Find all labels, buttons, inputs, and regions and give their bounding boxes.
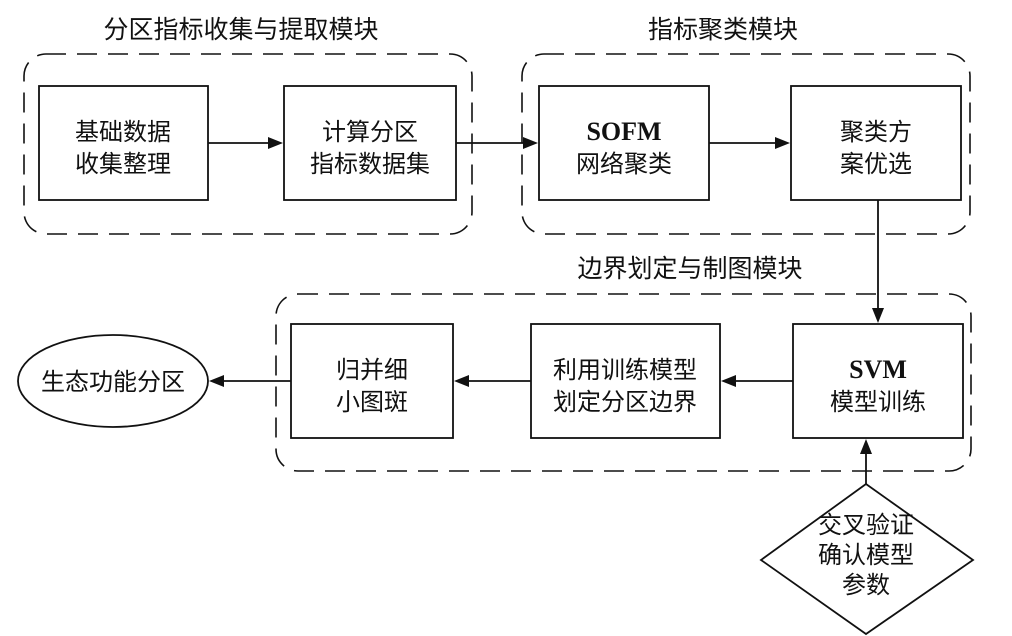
compute-index-line1: 计算分区 xyxy=(322,118,418,146)
basic-data-line1: 基础数据 xyxy=(75,118,171,146)
boundary-draw-line1: 利用训练模型 xyxy=(553,356,697,384)
merge-line1: 归并细 xyxy=(336,356,408,384)
svm-box xyxy=(792,323,964,439)
svm-line1: SVM xyxy=(849,355,907,384)
basic-data-box xyxy=(38,85,209,201)
cross-validation-diamond xyxy=(759,482,975,636)
cluster-select-line1: 聚类方 xyxy=(840,118,912,146)
compute-index-line2: 指标数据集 xyxy=(310,150,430,178)
merge-box xyxy=(290,323,454,439)
merge-line2: 小图斑 xyxy=(336,388,408,416)
arrow-validation-to-svm-head xyxy=(860,439,872,454)
compute-index-box xyxy=(283,85,457,201)
cluster-module-title: 指标聚类模块 xyxy=(648,15,798,44)
arrow-svm-to-boundary-head xyxy=(721,375,736,387)
sofm-line2: 网络聚类 xyxy=(576,150,672,178)
cluster-select-box xyxy=(790,85,962,201)
boundary-draw-line2: 划定分区边界 xyxy=(553,388,697,416)
boundary-module-title: 边界划定与制图模块 xyxy=(577,254,802,283)
cross-validation-line1: 交叉验证 xyxy=(818,511,914,539)
boundary-draw-box xyxy=(530,323,721,439)
arrow-basic-to-compute-head xyxy=(268,137,283,149)
arrow-select-to-svm-head xyxy=(872,308,884,323)
sofm-line1: SOFM xyxy=(586,117,661,146)
sofm-box xyxy=(538,85,710,201)
basic-data-line2: 收集整理 xyxy=(75,150,171,178)
boundary-module-frame xyxy=(275,293,972,472)
collect-module-title: 分区指标收集与提取模块 xyxy=(103,15,378,44)
arrow-compute-to-sofm-head xyxy=(523,137,538,149)
cluster-select-line2: 案优选 xyxy=(840,150,912,178)
collect-module-frame xyxy=(23,53,473,235)
arrow-sofm-to-select-head xyxy=(775,137,790,149)
result-ellipse xyxy=(17,334,209,428)
arrow-merge-to-result-head xyxy=(209,375,224,387)
arrow-boundary-to-merge-head xyxy=(454,375,469,387)
cluster-module-frame xyxy=(521,53,971,235)
cross-validation-line3: 参数 xyxy=(842,571,890,599)
cross-validation-line2: 确认模型 xyxy=(818,541,914,569)
result-label: 生态功能分区 xyxy=(41,368,185,396)
svm-line2: 模型训练 xyxy=(830,388,926,416)
